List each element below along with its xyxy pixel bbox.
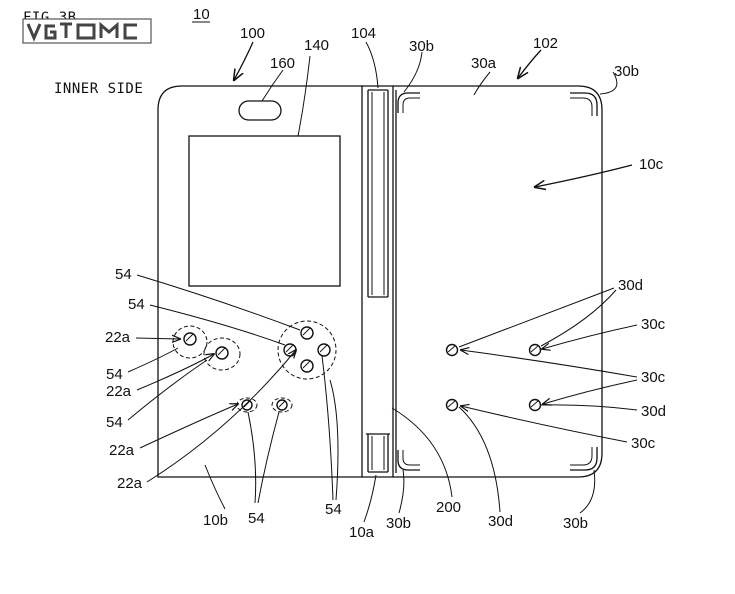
small-button-2 bbox=[276, 399, 288, 411]
label-30b: 30b bbox=[409, 38, 434, 55]
magnet-4 bbox=[528, 398, 542, 412]
button-group-outline bbox=[172, 325, 208, 359]
label-102: 102 bbox=[533, 35, 558, 52]
label-104: 104 bbox=[351, 25, 376, 42]
corner-bracket-tl bbox=[397, 92, 420, 113]
label-200: 200 bbox=[436, 499, 461, 516]
label-10: 10 bbox=[193, 6, 210, 23]
display-screen bbox=[188, 135, 341, 287]
label-54: 54 bbox=[248, 510, 265, 527]
side-label: INNER SIDE bbox=[54, 81, 143, 97]
label-30a: 30a bbox=[471, 55, 497, 72]
label-30d: 30d bbox=[488, 513, 513, 530]
dpad-outline bbox=[277, 320, 337, 380]
right-housing bbox=[392, 85, 603, 478]
left-button-2 bbox=[215, 346, 229, 360]
leader-lines bbox=[127, 41, 638, 523]
small-button-1 bbox=[241, 399, 253, 411]
label-54: 54 bbox=[106, 414, 123, 431]
corner-bracket-br bbox=[570, 447, 598, 471]
label-54: 54 bbox=[128, 296, 145, 313]
label-30c: 30c bbox=[641, 369, 666, 386]
magnet-3 bbox=[445, 398, 459, 412]
corner-bracket-tr bbox=[570, 92, 598, 116]
label-54: 54 bbox=[106, 366, 123, 383]
dpad-up bbox=[300, 326, 314, 340]
label-22a: 22a bbox=[106, 383, 132, 400]
label-30b: 30b bbox=[563, 515, 588, 532]
reference-labels: 100 104 30b 102 30a 30b 160 140 10c 54 5… bbox=[105, 25, 666, 541]
magnet-1 bbox=[445, 343, 459, 357]
corner-bracket-bl bbox=[397, 450, 420, 471]
dpad-down bbox=[300, 359, 314, 373]
label-30d: 30d bbox=[641, 403, 666, 420]
dpad-left bbox=[283, 343, 297, 357]
label-100: 100 bbox=[240, 25, 265, 42]
label-10c: 10c bbox=[639, 156, 664, 173]
label-10b: 10b bbox=[203, 512, 228, 529]
label-22a: 22a bbox=[117, 475, 143, 492]
button-group-outline bbox=[203, 337, 241, 371]
label-22a: 22a bbox=[109, 442, 135, 459]
label-10a: 10a bbox=[349, 524, 375, 541]
watermark-logo bbox=[22, 18, 152, 44]
label-140: 140 bbox=[304, 37, 329, 54]
label-54: 54 bbox=[325, 501, 342, 518]
label-30c: 30c bbox=[641, 316, 666, 333]
dpad-right bbox=[317, 343, 331, 357]
label-30b: 30b bbox=[386, 515, 411, 532]
label-30b: 30b bbox=[614, 63, 639, 80]
hinge bbox=[362, 85, 393, 478]
label-30d: 30d bbox=[618, 277, 643, 294]
label-22a: 22a bbox=[105, 329, 131, 346]
speaker-slot bbox=[238, 100, 282, 121]
magnet-2 bbox=[528, 343, 542, 357]
left-housing bbox=[157, 85, 363, 478]
label-30c: 30c bbox=[631, 435, 656, 452]
label-160: 160 bbox=[270, 55, 295, 72]
label-54: 54 bbox=[115, 266, 132, 283]
left-button-1 bbox=[183, 332, 197, 346]
